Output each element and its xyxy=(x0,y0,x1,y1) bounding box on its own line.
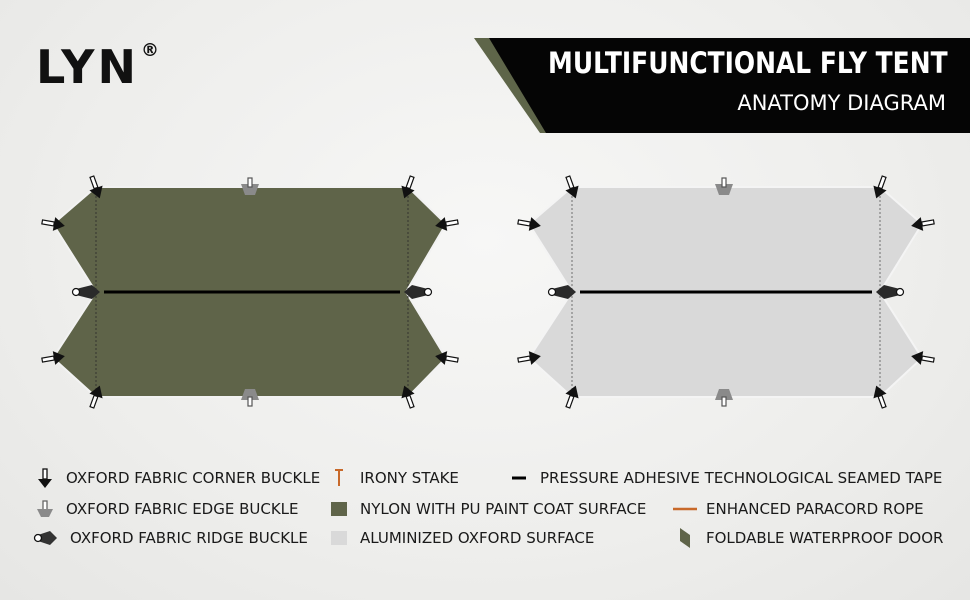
edge-buckle-icon xyxy=(32,498,58,520)
legend-corner-buckle: OXFORD FABRIC CORNER BUCKLE xyxy=(32,467,320,489)
legend-ridge-buckle: OXFORD FABRIC RIDGE BUCKLE xyxy=(32,527,308,549)
ridge-buckle-icon xyxy=(547,285,576,299)
ridge-buckle-icon xyxy=(876,285,905,299)
banner-black-band xyxy=(489,38,970,133)
aluminized-swatch-icon xyxy=(326,527,352,549)
door-icon xyxy=(672,527,698,549)
legend-label: FOLDABLE WATERPROOF DOOR xyxy=(706,529,944,547)
legend-nylon: NYLON WITH PU PAINT COAT SURFACE xyxy=(326,498,646,520)
legend-aluminized: ALUMINIZED OXFORD SURFACE xyxy=(326,527,594,549)
legend-door: FOLDABLE WATERPROOF DOOR xyxy=(672,527,943,549)
page-subtitle: ANATOMY DIAGRAM xyxy=(737,91,946,115)
stake-icon xyxy=(326,467,352,489)
nylon-swatch-icon xyxy=(326,498,352,520)
ridge-buckle-icon xyxy=(71,285,100,299)
ridge-buckle-icon xyxy=(32,527,58,549)
legend-stake: IRONY STAKE xyxy=(326,467,459,489)
legend-label: OXFORD FABRIC CORNER BUCKLE xyxy=(66,469,321,487)
ridge-buckle-icon xyxy=(404,285,433,299)
legend-seam-tape: PRESSURE ADHESIVE TECHNOLOGICAL SEAMED T… xyxy=(506,467,942,489)
legend-paracord: ENHANCED PARACORD ROPE xyxy=(672,498,924,520)
legend-label: ENHANCED PARACORD ROPE xyxy=(706,500,924,518)
legend-label: NYLON WITH PU PAINT COAT SURFACE xyxy=(360,500,647,518)
legend-label: IRONY STAKE xyxy=(360,469,459,487)
corner-buckle-icon xyxy=(32,467,58,489)
brand-logo: LYN® xyxy=(36,40,159,94)
seam-tape-icon xyxy=(506,467,532,489)
paracord-icon xyxy=(672,498,698,520)
legend-label: PRESSURE ADHESIVE TECHNOLOGICAL SEAMED T… xyxy=(540,469,943,487)
legend-edge-buckle: OXFORD FABRIC EDGE BUCKLE xyxy=(32,498,299,520)
page-title: MULTIFUNCTIONAL FLY TENT xyxy=(548,46,948,80)
title-banner xyxy=(474,38,970,133)
tent-diagram-aluminized xyxy=(516,173,936,411)
legend-label: OXFORD FABRIC RIDGE BUCKLE xyxy=(70,529,308,547)
legend-label: ALUMINIZED OXFORD SURFACE xyxy=(360,529,595,547)
legend-label: OXFORD FABRIC EDGE BUCKLE xyxy=(66,500,299,518)
tent-diagram-nylon xyxy=(40,173,460,411)
